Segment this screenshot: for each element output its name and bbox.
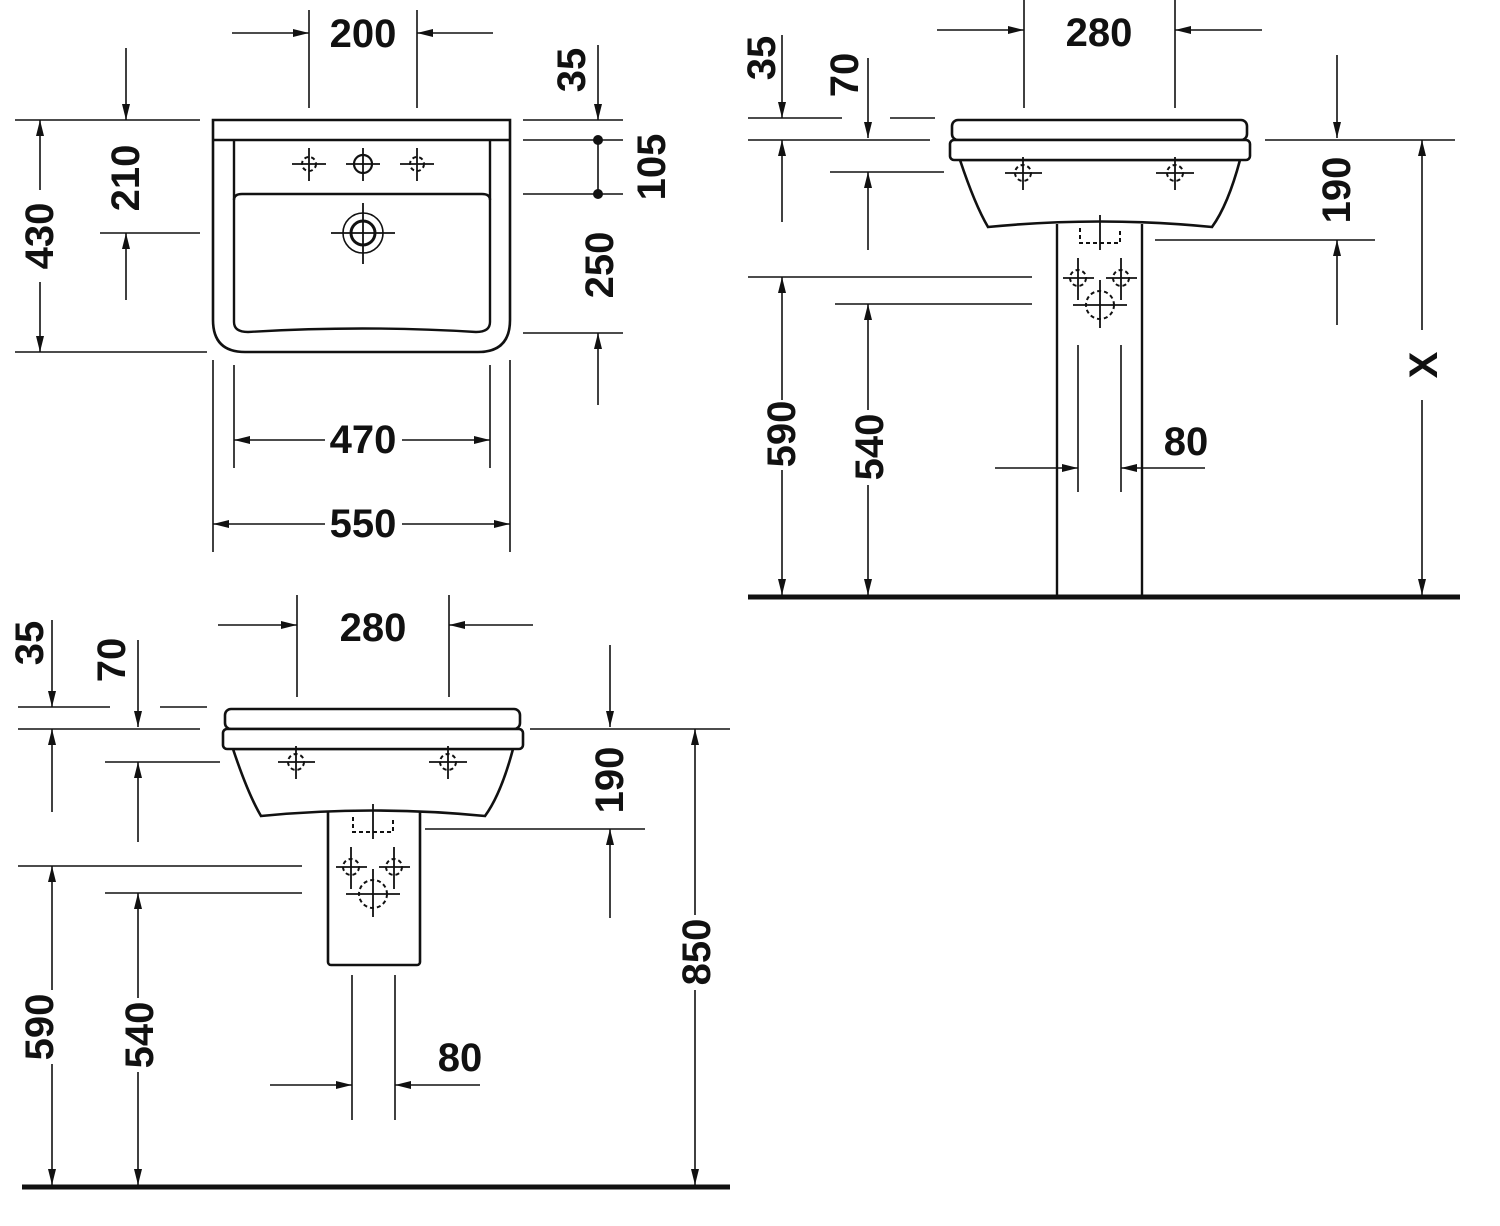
dim-bowl-width: 470 xyxy=(330,418,397,462)
pedestal-view: 280 35 70 590 540 190 X 80 xyxy=(740,0,1460,600)
dim-depth: 430 xyxy=(18,203,62,270)
tap-hole-icons xyxy=(292,148,434,181)
dim-tap-to-waste: 105 xyxy=(630,134,674,201)
dim-waste-height: 540 xyxy=(848,414,892,481)
dim-bracket-spacing: 280 xyxy=(1066,11,1133,55)
waste-outlet-icon xyxy=(331,203,395,264)
dim-waste-height: 540 xyxy=(118,1002,162,1069)
dim-basin-height: 190 xyxy=(1315,157,1359,224)
dim-rim: 35 xyxy=(740,36,784,81)
dim-waste-to-front: 250 xyxy=(578,232,622,299)
dim-supply-height: 590 xyxy=(760,401,804,468)
dim-rim: 35 xyxy=(8,621,52,666)
basin-side-outline xyxy=(948,118,1252,229)
dim-bracket-spacing: 280 xyxy=(340,606,407,650)
dim-basin-height: 190 xyxy=(588,747,632,814)
dim-overflow: 70 xyxy=(90,638,134,683)
dim-tap-spacing: 200 xyxy=(330,12,397,56)
supply-waste-icons xyxy=(1062,214,1138,329)
dim-supply-height: 590 xyxy=(18,994,62,1061)
plan-view: 200 35 105 250 430 210 470 550 xyxy=(15,10,674,552)
dim-pedestal-width: 80 xyxy=(1164,420,1209,464)
dim-overall-width: 550 xyxy=(330,502,397,546)
dim-height-x: X xyxy=(1402,351,1446,378)
semi-pedestal-view: 280 35 70 590 540 190 850 80 xyxy=(8,595,730,1190)
semi-pedestal xyxy=(326,803,422,967)
basin-side-outline xyxy=(221,707,525,818)
dim-overflow: 70 xyxy=(823,53,867,98)
basin-plan-outline xyxy=(211,118,512,354)
dim-mount-height: 850 xyxy=(675,919,719,986)
dim-wall-to-waste: 210 xyxy=(104,145,148,212)
dim-rim-depth: 35 xyxy=(550,48,594,93)
dim-pipe-width: 80 xyxy=(438,1036,483,1080)
